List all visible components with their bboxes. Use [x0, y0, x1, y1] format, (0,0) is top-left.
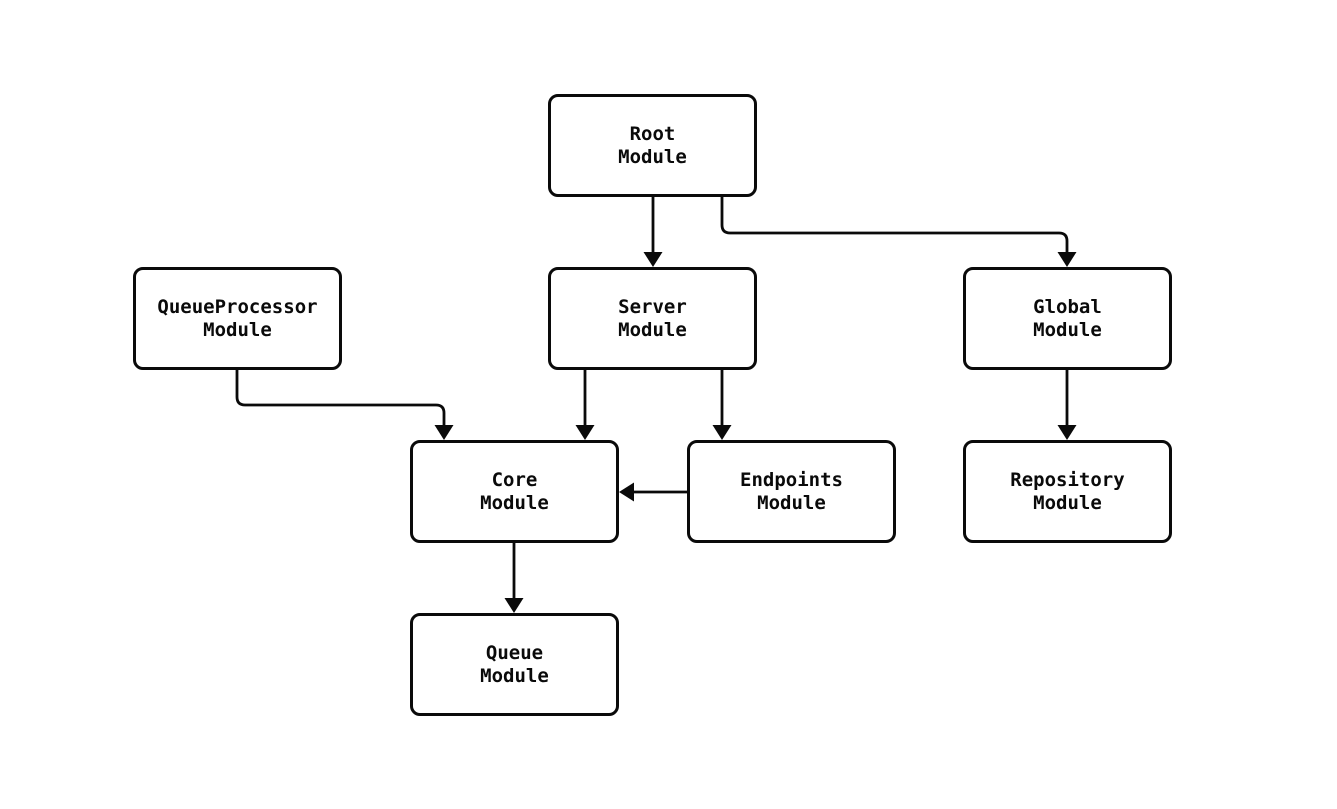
edge-queueprocessor-to-core [235, 368, 446, 427]
node-label-line: Module [203, 318, 272, 341]
node-label-line: Module [757, 491, 826, 514]
arrowhead-server-to-endpoints [712, 425, 732, 440]
node-label-line: Queue [485, 641, 544, 664]
node-label-line: Server [618, 295, 687, 318]
edge-root-to-global [720, 195, 1069, 254]
arrowhead-root-to-server [643, 252, 663, 267]
arrowhead-core-to-queue [504, 598, 524, 613]
node-label-line: Module [618, 318, 687, 341]
arrowhead-root-to-global [1057, 252, 1077, 267]
node-label-line: Module [618, 145, 687, 168]
node-label-line: Module [1033, 491, 1102, 514]
node-label-line: Core [491, 468, 538, 491]
node-label-line: Module [480, 664, 549, 687]
arrowhead-server-to-core [575, 425, 595, 440]
node-label-line: Module [1033, 318, 1102, 341]
node-label-line: Global [1033, 295, 1102, 318]
arrowhead-global-to-repository [1057, 425, 1077, 440]
node-label-line: Endpoints [740, 468, 843, 491]
node-label-line: Repository [1010, 468, 1125, 491]
arrowhead-queueprocessor-to-core [434, 425, 454, 440]
arrowhead-endpoints-to-core [619, 482, 634, 502]
node-label-line: Module [480, 491, 549, 514]
node-label-line: Root [629, 122, 676, 145]
node-label-line: QueueProcessor [157, 295, 318, 318]
